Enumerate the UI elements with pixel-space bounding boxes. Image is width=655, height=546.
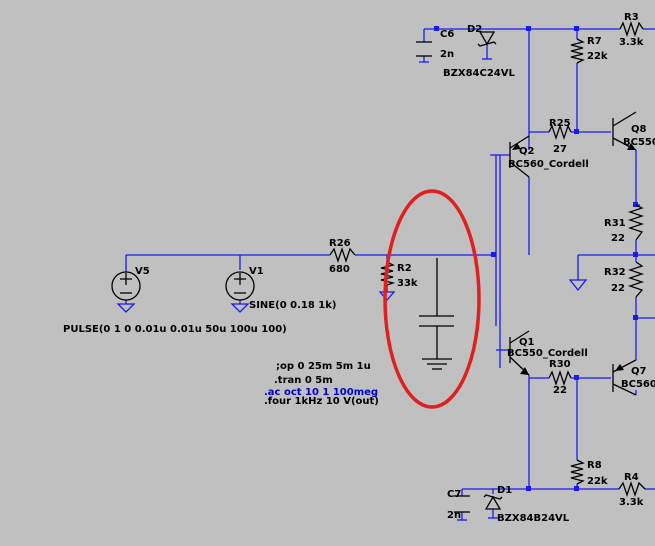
directive-op[interactable]: ;op 0 25m 5m 1u — [276, 361, 371, 372]
label-r4-ref: R4 — [624, 472, 639, 483]
label-r26-ref: R26 — [329, 238, 351, 249]
transistor-q7[interactable] — [612, 359, 637, 396]
label-c7-value: 2n — [447, 510, 461, 521]
label-q7-ref: Q7 — [631, 366, 647, 377]
label-r8-value: 22k — [587, 476, 608, 487]
zener-d1[interactable] — [483, 494, 503, 519]
capacitor-c7[interactable] — [454, 495, 470, 521]
resistor-r32[interactable] — [627, 261, 645, 298]
resistor-r8[interactable] — [570, 459, 585, 485]
label-d1-ref: D1 — [497, 485, 512, 496]
label-q1-ref: Q1 — [519, 337, 535, 348]
label-r25-value: 27 — [553, 144, 567, 155]
label-r2-ref: R2 — [397, 263, 412, 274]
ground-symbol — [568, 279, 588, 292]
directive-ac[interactable]: .ac oct 10 1 100meg — [264, 387, 378, 398]
label-c6-ref: C6 — [440, 29, 454, 40]
label-r7-value: 22k — [587, 51, 608, 62]
label-q8-value: BC550 — [623, 137, 655, 148]
label-v5-value: PULSE(0 1 0 0.01u 0.01u 50u 100u 100) — [63, 324, 287, 335]
label-d1-value: BZX84B24VL — [497, 513, 570, 524]
junctions — [434, 26, 638, 491]
label-r2-value: 33k — [397, 278, 418, 289]
label-r31-ref: R31 — [604, 218, 626, 229]
label-d2-ref: D2 — [467, 24, 482, 35]
label-c7-ref: C7 — [447, 489, 461, 500]
label-r32-ref: R32 — [604, 267, 626, 278]
directive-tran[interactable]: .tran 0 5m — [274, 375, 333, 386]
label-q8-ref: Q8 — [631, 124, 647, 135]
capacitor-c6[interactable] — [416, 41, 432, 57]
highlighted-capacitor-sketch — [419, 258, 454, 370]
highlight-ellipse — [383, 189, 481, 409]
label-q7-value: BC560 — [621, 379, 655, 390]
label-q2-ref: Q2 — [519, 146, 535, 157]
label-v1-ref: V1 — [249, 266, 264, 277]
label-v1-value: SINE(0 0.18 1k) — [249, 300, 336, 311]
resistor-r3[interactable] — [619, 20, 644, 38]
resistor-r31[interactable] — [627, 204, 645, 241]
resistor-r4[interactable] — [618, 480, 646, 498]
label-r3-value: 3.3k — [619, 37, 644, 48]
resistor-r26[interactable] — [329, 246, 356, 264]
voltage-source-v5[interactable] — [111, 271, 141, 313]
label-r4-value: 3.3k — [619, 497, 644, 508]
voltage-source-v1[interactable] — [225, 271, 255, 313]
label-r31-value: 22 — [611, 233, 625, 244]
label-d2-value: BZX84C24VL — [443, 68, 515, 79]
label-v5-ref: V5 — [135, 266, 150, 277]
transistor-q8[interactable] — [612, 111, 637, 151]
wires — [125, 28, 655, 520]
transistor-q2[interactable] — [509, 135, 530, 178]
label-r7-ref: R7 — [587, 36, 602, 47]
label-r30-value: 22 — [553, 385, 567, 396]
zener-d2[interactable] — [477, 31, 497, 47]
label-r3-ref: R3 — [624, 12, 639, 23]
label-r32-value: 22 — [611, 283, 625, 294]
label-r30-ref: R30 — [549, 359, 571, 370]
directive-four[interactable]: .four 1kHz 10 V(out) — [264, 396, 379, 407]
label-q2-value: BC560_Cordell — [508, 159, 589, 170]
resistor-r25[interactable] — [548, 123, 572, 141]
label-r8-ref: R8 — [587, 460, 602, 471]
transistor-q1[interactable] — [509, 330, 530, 376]
label-r26-value: 680 — [329, 264, 350, 275]
label-c6-value: 2n — [440, 49, 454, 60]
resistor-r7[interactable] — [570, 38, 585, 64]
label-r25-ref: R25 — [549, 118, 571, 129]
label-q1-value: BC550_Cordell — [507, 348, 588, 359]
resistor-r30[interactable] — [548, 369, 572, 387]
